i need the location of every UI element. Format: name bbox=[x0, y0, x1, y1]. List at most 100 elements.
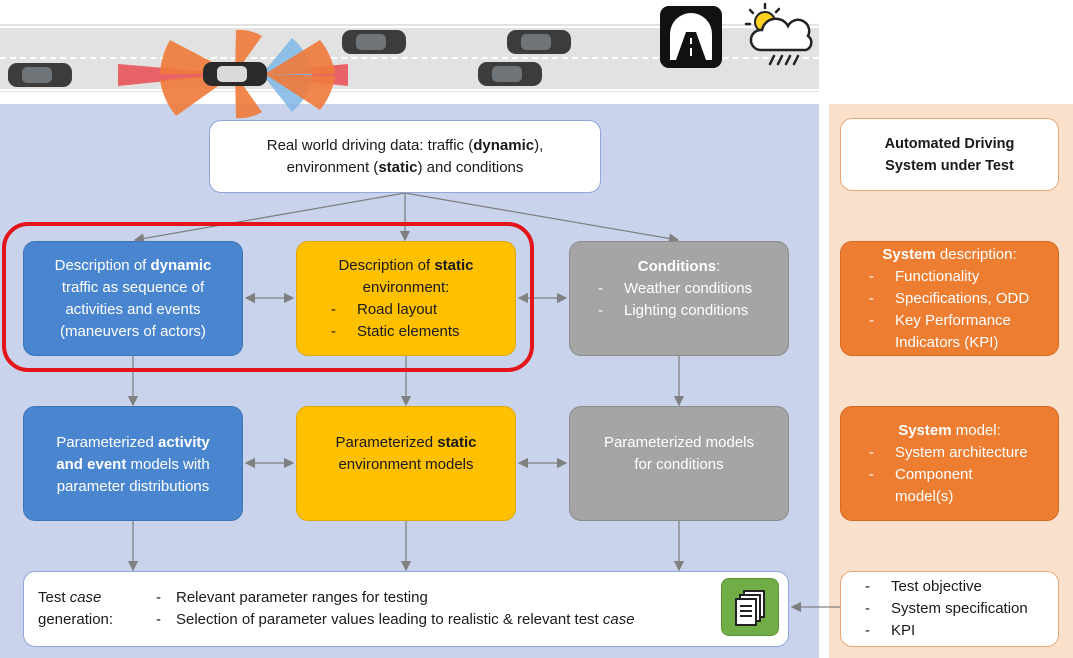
text: Parameterized bbox=[56, 434, 158, 451]
connector-arrows bbox=[127, 192, 840, 613]
text: environment ( bbox=[286, 158, 379, 176]
dynamic-traffic-description-box: Description of dynamic traffic as sequen… bbox=[23, 241, 243, 356]
text: parameter distributions bbox=[56, 478, 210, 495]
bullet: - bbox=[865, 600, 870, 617]
text: model: bbox=[951, 421, 1001, 439]
text: Indicators (KPI) bbox=[895, 333, 999, 351]
text: ), bbox=[534, 136, 544, 154]
text: System under Test bbox=[885, 157, 1014, 174]
text: activities and events bbox=[65, 300, 201, 318]
system-panel bbox=[829, 104, 1073, 658]
text-bold: System bbox=[898, 421, 952, 439]
test-case-generation-box: Test case - Relevant parameter ranges fo… bbox=[23, 571, 789, 647]
bullet: - bbox=[869, 311, 874, 329]
bullet: - bbox=[156, 611, 161, 628]
parameterized-static-models-box: Parameterized static environment models bbox=[296, 406, 516, 521]
text: (maneuvers of actors) bbox=[60, 322, 206, 340]
road-edge-line bbox=[0, 26, 819, 28]
text-bold: dynamic bbox=[150, 256, 212, 274]
text: Parameterized models bbox=[603, 434, 755, 451]
text: Key Performance bbox=[895, 311, 1011, 329]
bullet: - bbox=[156, 589, 161, 606]
test-objectives-box: - Test objective - System specification - K… bbox=[840, 571, 1059, 647]
bullet: - bbox=[865, 578, 870, 595]
text-bold: activity bbox=[158, 434, 210, 451]
text-italic: case bbox=[602, 611, 635, 628]
tunnel-icon bbox=[660, 6, 722, 68]
text: environment: bbox=[362, 278, 450, 296]
list-item: Indicators (KPI) bbox=[863, 332, 1058, 354]
text: Weather conditions bbox=[624, 280, 753, 297]
static-environment-description-box: Description of static environment: - Road… bbox=[296, 241, 516, 356]
text-bold: static bbox=[434, 256, 474, 274]
text: environment models bbox=[338, 456, 474, 473]
text: Road layout bbox=[357, 300, 438, 318]
text-bold: Conditions bbox=[637, 258, 717, 275]
text: Component bbox=[895, 465, 973, 483]
text: KPI bbox=[891, 622, 916, 639]
text: for conditions bbox=[634, 456, 724, 473]
text: Description of bbox=[338, 256, 435, 274]
list-item: - System specification bbox=[859, 598, 1058, 620]
text: Description of bbox=[54, 256, 151, 274]
text: Selection of parameter values leading to… bbox=[176, 611, 603, 628]
text-bold: static bbox=[437, 434, 477, 451]
parameterized-conditions-models-box: Parameterized models for conditions bbox=[569, 406, 789, 521]
text-bold: static bbox=[378, 158, 418, 176]
bullet: - bbox=[865, 622, 870, 639]
list-item: - KPI bbox=[859, 620, 1058, 642]
list-item: - Weather conditions bbox=[592, 278, 788, 300]
car-icons bbox=[8, 30, 571, 87]
bullet: - bbox=[598, 280, 603, 297]
bullet: - bbox=[869, 267, 874, 285]
system-model-box: System model: -System architecture - Comp… bbox=[840, 406, 1059, 521]
text-bold: dynamic bbox=[473, 136, 535, 154]
list-item: - Lighting conditions bbox=[592, 300, 788, 322]
text: System specification bbox=[891, 600, 1028, 617]
text: Automated Driving bbox=[884, 135, 1015, 152]
text: generation: bbox=[38, 611, 114, 628]
text: Test objective bbox=[891, 578, 982, 595]
bullet: - bbox=[331, 300, 336, 318]
highlight-ring bbox=[2, 222, 534, 372]
list-item: - Test objective bbox=[859, 576, 1058, 598]
text-bold: and event bbox=[56, 456, 127, 473]
text-italic: case bbox=[69, 589, 102, 606]
list-item: - Static elements bbox=[325, 321, 515, 343]
text: : bbox=[716, 258, 721, 275]
list-item: -Functionality bbox=[863, 266, 1058, 288]
text: Real world driving data: traffic ( bbox=[266, 136, 474, 154]
bullet: - bbox=[869, 465, 874, 483]
real-world-data-box: Real world driving data: traffic (dynami… bbox=[209, 120, 601, 193]
system-under-test-box: Automated Driving System under Test bbox=[840, 118, 1059, 191]
list-item: - Specifications, ODD bbox=[863, 288, 1058, 310]
parameterized-activity-models-box: Parameterized activity and event models … bbox=[23, 406, 243, 521]
text: Lighting conditions bbox=[624, 302, 749, 319]
text: ) and conditions bbox=[417, 158, 524, 176]
text: models with bbox=[126, 456, 210, 473]
bullet: - bbox=[331, 322, 336, 340]
bullet: - bbox=[598, 302, 603, 319]
text: description: bbox=[935, 245, 1017, 263]
text: Test bbox=[38, 589, 70, 606]
text: System architecture bbox=[895, 443, 1028, 461]
system-description-box: System description: -Functionality - Spec… bbox=[840, 241, 1059, 356]
sun-cloud-rain-icon bbox=[744, 2, 813, 66]
list-item: -System architecture bbox=[863, 442, 1058, 464]
text: traffic as sequence of bbox=[61, 278, 205, 296]
document-stack-icon bbox=[721, 578, 779, 636]
sensor-fields bbox=[118, 29, 348, 119]
text: Static elements bbox=[357, 322, 460, 340]
list-item: - Component bbox=[863, 464, 1058, 486]
text-bold: System bbox=[882, 245, 936, 263]
list-item: model(s) bbox=[863, 486, 1058, 508]
conditions-description-box: Conditions: - Weather conditions - Lightin… bbox=[569, 241, 789, 356]
text: Parameterized bbox=[335, 434, 438, 451]
road-edge-line bbox=[0, 89, 819, 91]
text: Specifications, ODD bbox=[895, 289, 1030, 307]
bullet: - bbox=[869, 289, 874, 307]
lane-divider bbox=[0, 57, 819, 59]
text: Relevant parameter ranges for testing bbox=[176, 589, 428, 606]
bullet bbox=[863, 332, 895, 354]
